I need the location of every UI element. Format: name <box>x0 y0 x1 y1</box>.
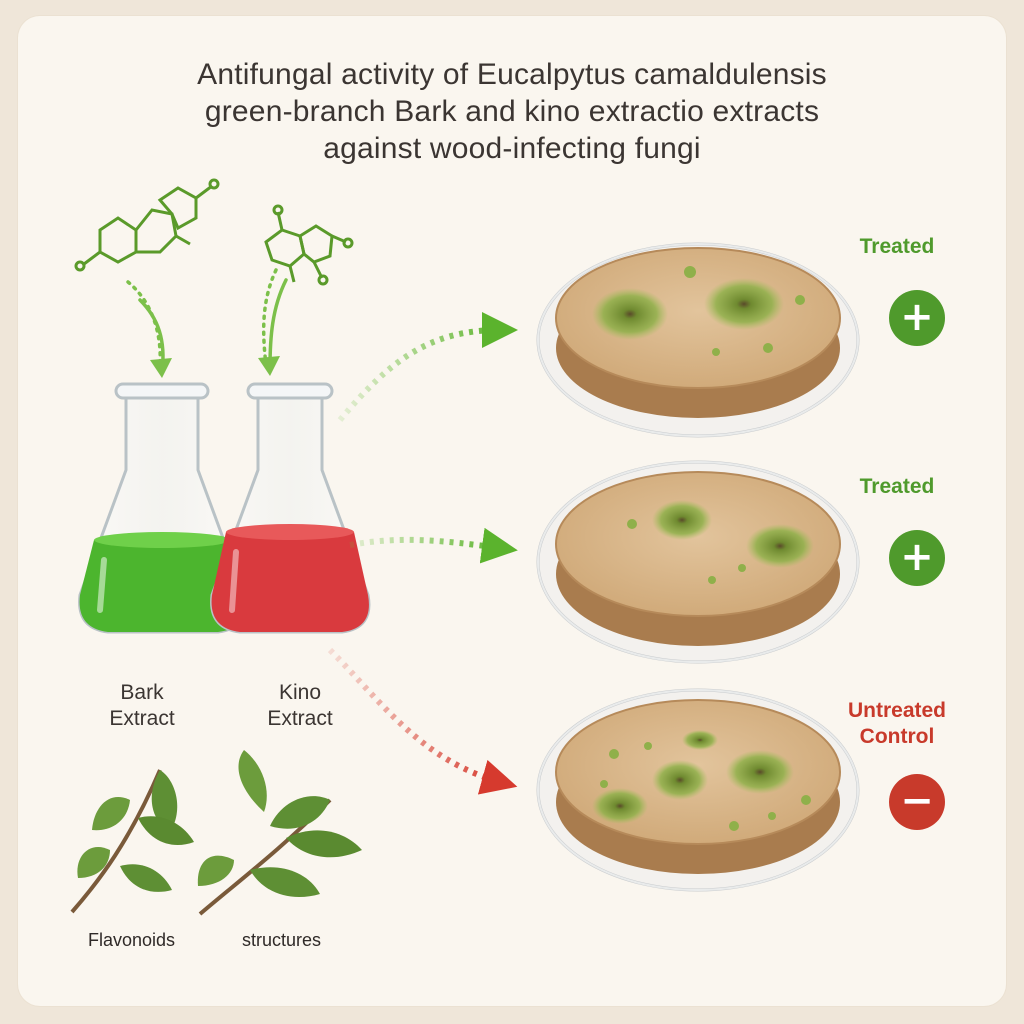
result-3-label-line-2: Control <box>859 725 935 748</box>
kino-extract-liquid <box>211 532 369 632</box>
bark-extract-label: Bark Extract <box>82 680 202 732</box>
title-line-3: against wood-infecting fungi <box>323 132 701 165</box>
arrow-icon <box>349 527 518 564</box>
bark-label-line-2: Extract <box>109 707 175 730</box>
leaf-branch-icon <box>197 750 362 916</box>
flask-icon <box>78 382 247 634</box>
plus-icon: + <box>889 290 945 346</box>
flask-icon <box>210 382 371 634</box>
caption-structures: structures <box>242 930 322 950</box>
kino-extract-label: Kino Extract <box>240 680 360 732</box>
bark-extract-liquid <box>79 540 245 632</box>
kino-label-line-1: Kino <box>278 681 322 704</box>
petri-dish-icon <box>536 460 860 664</box>
title-line-2: green-branch Bark and kino extractio ext… <box>204 95 820 128</box>
result-1-label: Treated <box>859 235 935 258</box>
title-line-1: Antifungal activity of Eucalpytus camald… <box>197 58 827 91</box>
petri-dish-icon <box>536 688 860 892</box>
kino-label-line-2: Extract <box>267 707 333 730</box>
leaf-branch-icon <box>70 769 194 914</box>
plus-icon: + <box>889 530 945 586</box>
result-status-3: Untreated Control <box>812 698 982 750</box>
minus-icon: − <box>889 774 945 830</box>
arrow-icon <box>258 356 280 376</box>
diagram-title: Antifungal activity of Eucalpytus camald… <box>0 56 1024 167</box>
arrow-icon <box>150 358 172 378</box>
result-3-label-line-1: Untreated <box>847 699 947 722</box>
molecule-icon <box>74 178 220 272</box>
bark-label-line-1: Bark <box>120 681 164 704</box>
result-status-2: Treated <box>812 474 982 500</box>
caption-flavonoids: Flavonoids <box>88 930 176 950</box>
result-2-label: Treated <box>859 475 935 498</box>
arrow-icon <box>126 268 288 374</box>
result-status-1: Treated <box>812 234 982 260</box>
arrow-icon <box>337 312 518 422</box>
molecule-icon <box>264 204 354 286</box>
petri-dish-icon <box>536 242 860 438</box>
